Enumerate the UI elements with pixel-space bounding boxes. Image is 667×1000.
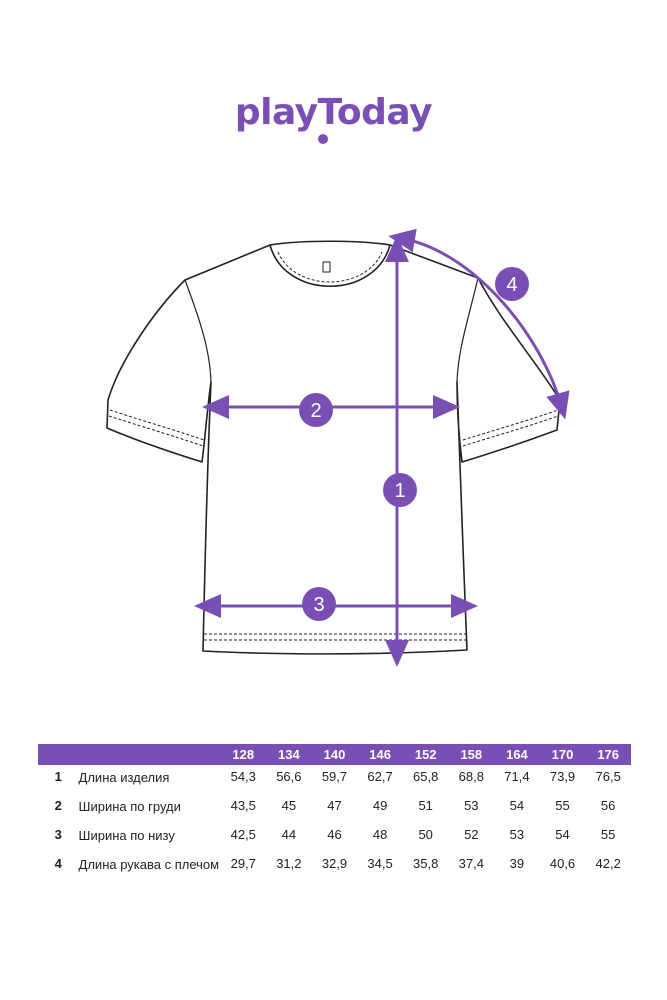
row-value: 56 xyxy=(600,798,616,813)
row-value: 55 xyxy=(555,798,570,813)
size-table: 128 134 140 146 152 158 164 170 176 1 Дл… xyxy=(38,744,631,881)
row-value: 29,7 xyxy=(230,856,256,871)
size-header: 170 xyxy=(539,744,586,765)
table-row: 2 Ширина по груди 43,5 45 47 49 51 53 54… xyxy=(38,794,631,823)
marker-3: 3 xyxy=(302,587,336,621)
row-measurement-name: Длина рукава с плечом xyxy=(78,857,220,872)
brand-logo-text: playToday xyxy=(234,92,433,133)
size-header-row: 128 134 140 146 152 158 164 170 176 xyxy=(38,744,631,765)
row-value: 53 xyxy=(464,798,479,813)
size-header: 158 xyxy=(448,744,495,765)
size-header: 164 xyxy=(494,744,540,765)
row-measurement-name: Ширина по груди xyxy=(78,799,181,814)
row-value: 68,8 xyxy=(458,769,484,784)
marker-1: 1 xyxy=(383,473,417,507)
row-measurement-name: Ширина по низу xyxy=(78,828,175,843)
row-value: 44 xyxy=(281,827,297,842)
marker-1-label: 1 xyxy=(394,480,405,502)
table-row: 3 Ширина по низу 42,5 44 46 48 50 52 53 … xyxy=(38,823,631,852)
row-value: 65,8 xyxy=(413,769,439,784)
table-row: 4 Длина рукава с плечом 29,7 31,2 32,9 3… xyxy=(38,852,631,881)
row-value: 42,2 xyxy=(595,856,621,871)
row-value: 39 xyxy=(509,856,525,871)
row-value: 49 xyxy=(372,798,388,813)
row-value: 46 xyxy=(327,827,342,842)
row-value: 54 xyxy=(555,827,570,842)
row-value: 53 xyxy=(509,827,525,842)
row-number: 1 xyxy=(54,769,62,784)
size-header: 134 xyxy=(266,744,312,765)
row-value: 47 xyxy=(327,798,342,813)
row-value: 54 xyxy=(509,798,525,813)
row-value: 42,5 xyxy=(230,827,256,842)
row-value: 51 xyxy=(418,798,433,813)
table-row: 1 Длина изделия 54,3 56,6 59,7 62,7 65,8… xyxy=(38,765,631,794)
row-value: 45 xyxy=(281,798,297,813)
row-number: 2 xyxy=(54,798,62,813)
row-value: 71,4 xyxy=(504,769,530,784)
size-header: 152 xyxy=(402,744,449,765)
row-value: 59,7 xyxy=(321,769,348,784)
header-blank-name xyxy=(78,744,221,765)
row-value: 31,2 xyxy=(276,856,302,871)
row-value: 32,9 xyxy=(321,856,348,871)
row-value: 54,3 xyxy=(230,769,256,784)
row-value: 48 xyxy=(372,827,388,842)
measurement-lines xyxy=(194,228,570,667)
marker-4-label: 4 xyxy=(506,274,517,296)
size-header: 146 xyxy=(357,744,403,765)
marker-2: 2 xyxy=(299,393,333,427)
row-value: 56,6 xyxy=(276,769,302,784)
marker-4: 4 xyxy=(495,267,529,301)
brand-logo: playToday xyxy=(0,92,667,133)
row-value: 40,6 xyxy=(549,856,576,871)
row-value: 73,9 xyxy=(549,769,576,784)
row-value: 55 xyxy=(600,827,616,842)
row-value: 34,5 xyxy=(367,856,393,871)
row-value: 50 xyxy=(418,827,433,842)
row-value: 35,8 xyxy=(413,856,439,871)
marker-3-label: 3 xyxy=(313,594,324,616)
tshirt-outline xyxy=(106,240,561,655)
brand-logo-dot xyxy=(318,134,328,144)
row-value: 43,5 xyxy=(230,798,256,813)
size-header: 140 xyxy=(311,744,358,765)
row-measurement-name: Длина изделия xyxy=(78,770,170,785)
header-blank-num xyxy=(38,744,79,765)
size-header: 176 xyxy=(585,744,631,765)
row-value: 52 xyxy=(464,827,479,842)
row-number: 4 xyxy=(54,856,62,871)
row-value: 62,7 xyxy=(367,769,393,784)
marker-2-label: 2 xyxy=(310,400,321,422)
row-number: 3 xyxy=(54,827,62,842)
tshirt-measurement-diagram: 1 2 3 4 xyxy=(106,228,570,667)
row-value: 76,5 xyxy=(595,769,621,784)
size-header: 128 xyxy=(220,744,267,765)
row-value: 37,4 xyxy=(458,856,484,871)
